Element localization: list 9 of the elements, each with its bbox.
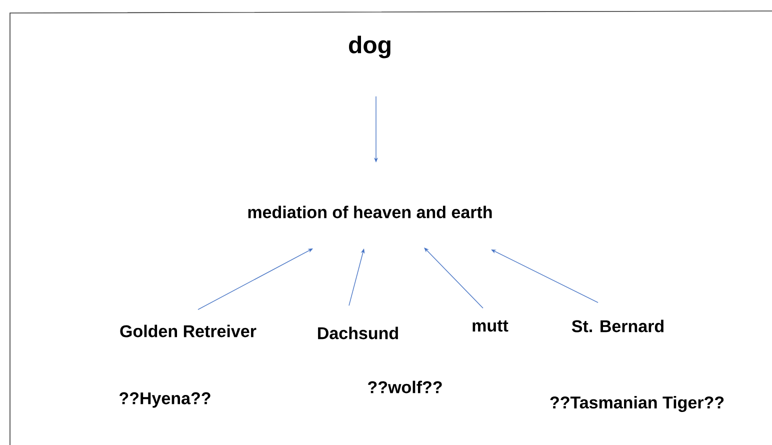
note-text: ??wolf?? bbox=[368, 380, 442, 394]
node-text: mediation of heaven and earth bbox=[248, 206, 492, 218]
note-text: ??Tasmanian Tiger?? bbox=[550, 396, 724, 412]
node-text: dog bbox=[349, 36, 390, 58]
note-text: ??Hyena?? bbox=[120, 392, 210, 408]
node-text: mutt bbox=[472, 320, 508, 332]
node-text: Golden Retreiver bbox=[120, 324, 256, 338]
node-text: Dachsund bbox=[318, 326, 398, 340]
node-text: St. Bernard bbox=[572, 320, 664, 332]
